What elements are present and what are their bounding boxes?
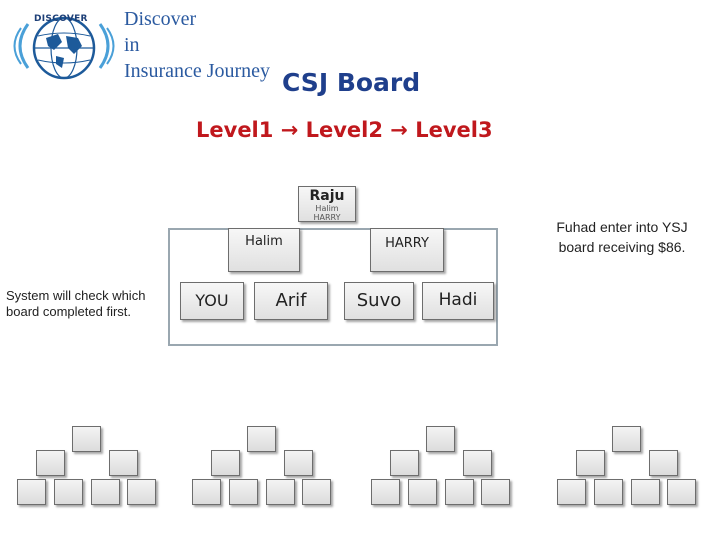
board-node-suvo: Suvo xyxy=(344,282,414,320)
node-label: Suvo xyxy=(356,290,402,311)
pyramid-slot xyxy=(426,426,455,452)
logo-line-3: Insurance Journey xyxy=(124,60,271,82)
right-note: Fuhad enter into YSJ board receiving $86… xyxy=(556,219,688,255)
pyramid-slot xyxy=(557,479,586,505)
logo: DISCOVER xyxy=(8,6,120,84)
node-label: Arif xyxy=(275,290,307,311)
pyramid-slot xyxy=(127,479,156,505)
level-1: Level1 xyxy=(196,118,274,142)
logo-line-2: in xyxy=(124,34,140,56)
pyramid-slot xyxy=(54,479,83,505)
node-label: YOU xyxy=(195,291,229,310)
pyramid-slot xyxy=(211,450,240,476)
board-node-halim: Halim xyxy=(228,228,300,272)
board-outline xyxy=(168,228,498,346)
level-2: Level2 xyxy=(305,118,383,142)
levels-line: Level1 → Level2 → Level3 xyxy=(196,118,493,142)
top-node-sub-1: Halim xyxy=(315,204,339,213)
pyramid-slot xyxy=(302,479,331,505)
board-top-node: Raju Halim HARRY xyxy=(298,186,356,222)
top-node-sub-2: HARRY xyxy=(313,213,341,222)
pyramid-slot xyxy=(229,479,258,505)
pyramid-slot xyxy=(445,479,474,505)
pyramid-slot xyxy=(284,450,313,476)
pyramid-slot xyxy=(36,450,65,476)
board-node-harry: HARRY xyxy=(370,228,444,272)
pyramid-slot xyxy=(390,450,419,476)
board-node-arif: Arif xyxy=(254,282,328,320)
pyramid-slot xyxy=(109,450,138,476)
pyramid-slot xyxy=(266,479,295,505)
logo-line-1: Discover xyxy=(124,8,197,30)
pyramid-slot xyxy=(192,479,221,505)
pyramid-slot xyxy=(667,479,696,505)
pyramid-slot xyxy=(408,479,437,505)
pyramid-slot xyxy=(247,426,276,452)
level-3: Level3 xyxy=(415,118,493,142)
pyramid-slot xyxy=(17,479,46,505)
pyramid-slot xyxy=(576,450,605,476)
logo-text: Discover in Insurance Journey xyxy=(124,6,270,84)
pyramid-slot xyxy=(594,479,623,505)
board-node-you: YOU xyxy=(180,282,244,320)
pyramid-slot xyxy=(612,426,641,452)
logo-badge: DISCOVER xyxy=(34,14,88,24)
node-label: Hadi xyxy=(438,290,478,310)
pyramid-slot xyxy=(72,426,101,452)
node-label: HARRY xyxy=(385,236,429,251)
pyramid-slot xyxy=(371,479,400,505)
pyramid-slot xyxy=(91,479,120,505)
board-node-hadi: Hadi xyxy=(422,282,494,320)
node-label: Halim xyxy=(245,234,283,249)
pyramid-slot xyxy=(481,479,510,505)
left-note: System will check which board completed … xyxy=(6,288,146,319)
page-title: CSJ Board xyxy=(282,68,421,97)
arrow-right-icon: → xyxy=(390,118,408,142)
pyramid-slot xyxy=(631,479,660,505)
globe-logo-icon xyxy=(13,16,115,80)
pyramid-slot xyxy=(649,450,678,476)
pyramid-slot xyxy=(463,450,492,476)
top-node-name: Raju xyxy=(309,188,345,204)
arrow-right-icon: → xyxy=(280,118,299,142)
